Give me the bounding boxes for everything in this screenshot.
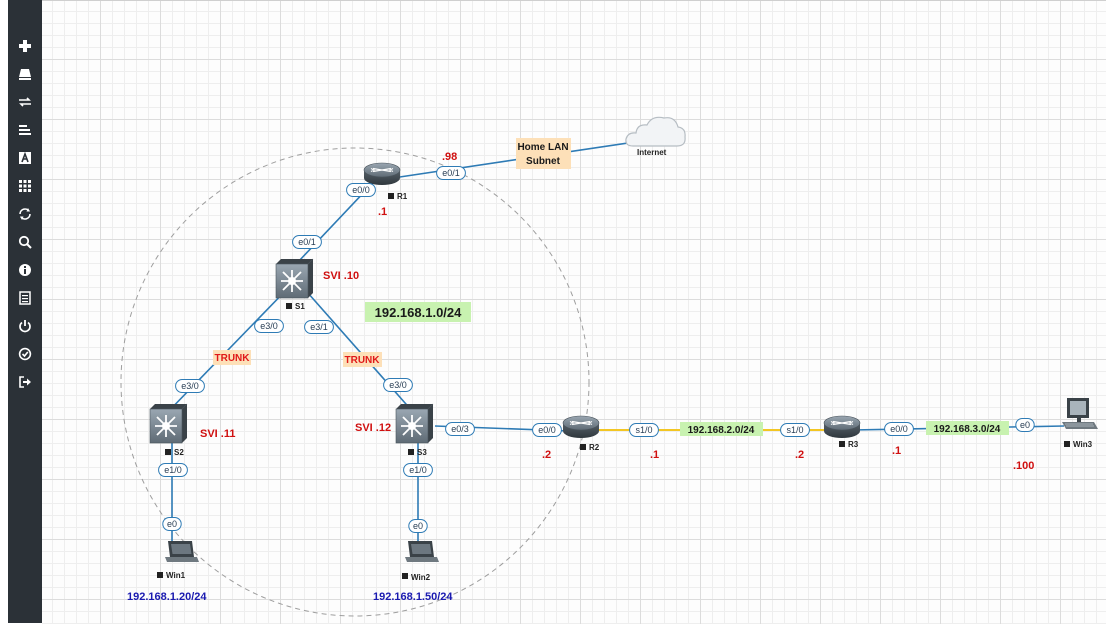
port-label-s3-e10: e1/0 bbox=[403, 463, 433, 477]
s2-svi-label: SVI .11 bbox=[200, 428, 235, 440]
notes-icon[interactable] bbox=[8, 287, 42, 309]
node-label-r1: R1 bbox=[397, 192, 408, 201]
svg-text:e3/0: e3/0 bbox=[389, 380, 407, 390]
logout-icon[interactable] bbox=[8, 371, 42, 393]
add-icon[interactable] bbox=[8, 35, 42, 57]
r1-ip-98: .98 bbox=[442, 151, 457, 163]
port-label-win3-e0: e0 bbox=[1015, 418, 1035, 432]
svg-text:e0/1: e0/1 bbox=[442, 168, 460, 178]
sidebar bbox=[8, 0, 42, 623]
home-lan-subnet-label: Subnet bbox=[526, 156, 561, 167]
switch-icon-s2[interactable] bbox=[149, 403, 188, 444]
svg-text:e0/3: e0/3 bbox=[451, 424, 469, 434]
networks-icon[interactable] bbox=[8, 91, 42, 113]
node-label-internet: Internet bbox=[637, 148, 667, 157]
svg-text:e0: e0 bbox=[1020, 420, 1030, 430]
port-label-r2-e00: e0/0 bbox=[532, 423, 562, 437]
port-label-s1-e01: e0/1 bbox=[292, 235, 322, 249]
internet-cloud-icon[interactable]: Internet bbox=[625, 116, 686, 157]
port-labels: e0/1 e0/0 e0/1 e3/0 e3/1 e3/0 e3/0 e1/0 e0 e1/0 e0… bbox=[158, 166, 1035, 533]
home-lan-label-bg bbox=[516, 138, 571, 169]
svg-text:e1/0: e1/0 bbox=[409, 465, 427, 475]
router-icon-r3[interactable] bbox=[823, 415, 861, 439]
startup-configs-icon[interactable] bbox=[8, 119, 42, 141]
port-label-r1-e01: e0/1 bbox=[436, 166, 466, 180]
node-label-s1: S1 bbox=[295, 302, 305, 311]
r2-ip-1: .1 bbox=[650, 449, 659, 461]
node-label-r3: R3 bbox=[848, 440, 859, 449]
subnet1-label: 192.168.1.0/24 bbox=[375, 305, 463, 320]
port-label-r3-s10: s1/0 bbox=[780, 423, 810, 437]
trunk-label-s1-s3: TRUNK bbox=[345, 355, 381, 366]
svg-text:e0: e0 bbox=[167, 519, 177, 529]
svg-text:e0/0: e0/0 bbox=[538, 425, 556, 435]
node-label-win1: Win1 bbox=[166, 571, 186, 580]
port-label-s3-e30: e3/0 bbox=[383, 378, 413, 392]
svg-text:e1/0: e1/0 bbox=[164, 465, 182, 475]
port-label-win1-e0: e0 bbox=[162, 517, 182, 531]
subnet1-label-bg bbox=[365, 302, 471, 322]
win2-ip-label: 192.168.1.50/24 bbox=[373, 591, 453, 603]
s1-svi-label: SVI .10 bbox=[323, 270, 359, 282]
win3-ip-100: .100 bbox=[1013, 460, 1034, 472]
info-icon[interactable] bbox=[8, 259, 42, 281]
lock-icon[interactable] bbox=[8, 343, 42, 365]
links bbox=[162, 136, 1065, 545]
r3-ip-1: .1 bbox=[892, 445, 901, 457]
port-label-s2-e10: e1/0 bbox=[158, 463, 188, 477]
svg-text:e0/0: e0/0 bbox=[890, 424, 908, 434]
status-icon[interactable] bbox=[8, 175, 42, 197]
home-lan-label: Home LAN bbox=[517, 142, 568, 153]
svg-text:e0/1: e0/1 bbox=[298, 237, 316, 247]
router-icon-r1[interactable] bbox=[363, 162, 401, 186]
port-label-s1-e30: e3/0 bbox=[254, 319, 284, 333]
s3-svi-label: SVI .12 bbox=[355, 422, 391, 434]
subnet-boundary-circle bbox=[120, 147, 590, 617]
node-label-s2: S2 bbox=[174, 448, 184, 457]
power-icon[interactable] bbox=[8, 315, 42, 337]
refresh-icon[interactable] bbox=[8, 203, 42, 225]
topology-canvas[interactable] bbox=[42, 0, 1106, 624]
win1-ip-label: 192.168.1.20/24 bbox=[127, 591, 207, 603]
port-label-s2-e30: e3/0 bbox=[175, 379, 205, 393]
r3-ip-2: .2 bbox=[795, 449, 804, 461]
router-icon-r2[interactable] bbox=[562, 415, 600, 439]
svg-text:e3/0: e3/0 bbox=[260, 321, 278, 331]
text-icon[interactable] bbox=[8, 147, 42, 169]
subnet3-label: 192.168.3.0/24 bbox=[934, 424, 1001, 435]
r1-ip-1: .1 bbox=[378, 206, 387, 218]
port-label-r1-e00: e0/0 bbox=[346, 183, 376, 197]
switch-icon-s1[interactable] bbox=[275, 258, 314, 299]
node-label-win2: Win2 bbox=[411, 573, 431, 582]
subnet2-label: 192.168.2.0/24 bbox=[688, 425, 755, 436]
laptop-icon-win2[interactable] bbox=[405, 541, 439, 562]
svg-text:s1/0: s1/0 bbox=[786, 425, 803, 435]
node-label-r2: R2 bbox=[589, 443, 600, 452]
port-label-s3-e03: e0/3 bbox=[445, 422, 475, 436]
r2-ip-2: .2 bbox=[542, 449, 551, 461]
node-label-s3: S3 bbox=[417, 448, 427, 457]
zoom-icon[interactable] bbox=[8, 231, 42, 253]
svg-text:e3/1: e3/1 bbox=[310, 322, 328, 332]
pc-icon-win3[interactable] bbox=[1061, 397, 1099, 430]
port-label-r2-s10: s1/0 bbox=[629, 423, 659, 437]
svg-text:s1/0: s1/0 bbox=[635, 425, 652, 435]
node-label-win3: Win3 bbox=[1073, 440, 1093, 449]
nodes-icon[interactable] bbox=[8, 63, 42, 85]
port-label-s1-e31: e3/1 bbox=[304, 320, 334, 334]
switch-icon-s3[interactable] bbox=[395, 403, 434, 444]
port-label-win2-e0: e0 bbox=[408, 519, 428, 533]
trunk-label-s1-s2: TRUNK bbox=[215, 353, 251, 364]
svg-text:e3/0: e3/0 bbox=[181, 381, 199, 391]
svg-text:e0/0: e0/0 bbox=[352, 185, 370, 195]
port-label-r3-e00: e0/0 bbox=[884, 422, 914, 436]
laptop-icon-win1[interactable] bbox=[165, 541, 199, 562]
svg-text:e0: e0 bbox=[413, 521, 423, 531]
